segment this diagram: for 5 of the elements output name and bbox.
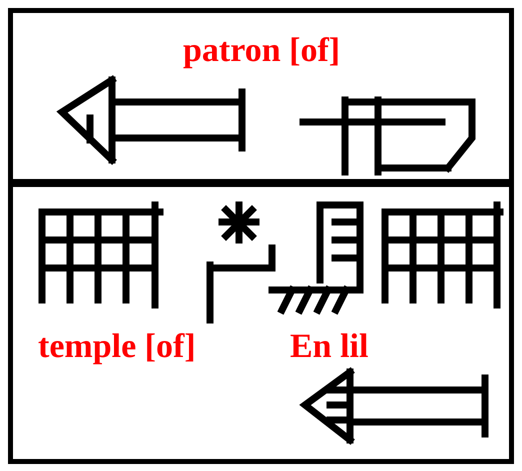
panel [8,182,514,464]
translation-label: temple [of] [38,330,196,364]
translation-label: En lil [290,330,368,364]
translation-label: patron [of] [183,34,340,68]
panel [8,8,514,184]
